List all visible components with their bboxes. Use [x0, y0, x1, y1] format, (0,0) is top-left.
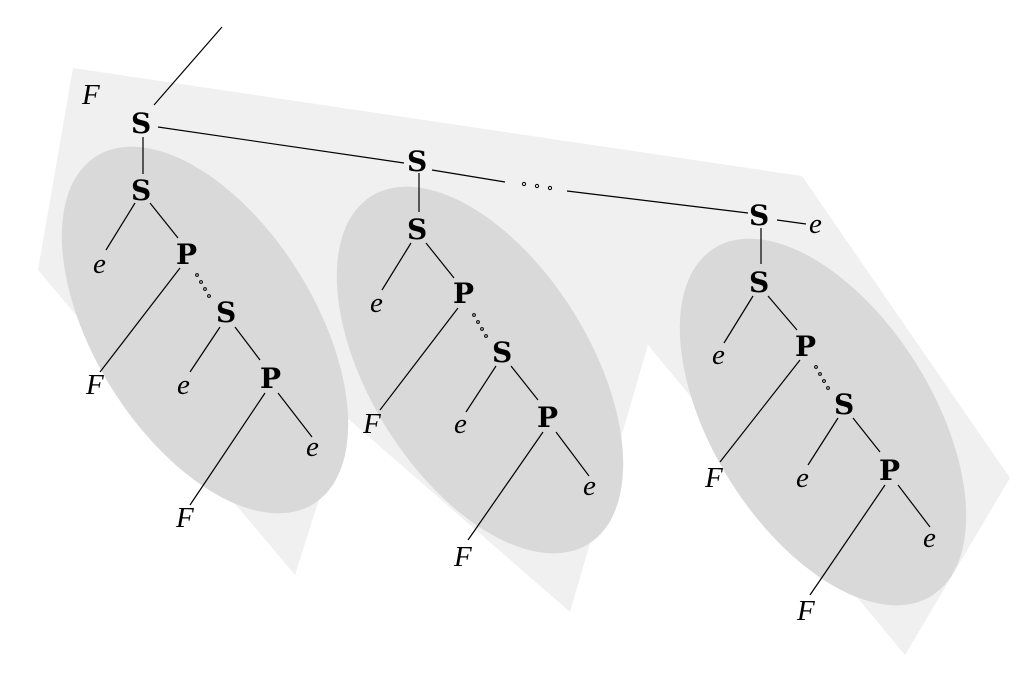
- spine-node-s: S: [131, 107, 151, 140]
- edge: [189, 326, 221, 373]
- edge: [99, 267, 181, 373]
- edge: [234, 326, 261, 361]
- node-p: P: [879, 454, 900, 487]
- node-p: P: [537, 401, 558, 434]
- edge: [425, 242, 455, 279]
- edge-ellipsis-dot: [480, 327, 484, 331]
- edge-spine-3-e: [776, 219, 807, 225]
- edge: [105, 202, 136, 251]
- spine-ellipsis-dot: [547, 185, 553, 191]
- leaf-e: e: [923, 522, 936, 554]
- leaf-e: e: [370, 287, 383, 319]
- spine-ellipsis-dot: [521, 181, 527, 187]
- edge-ellipsis-dot: [822, 379, 826, 383]
- leaf-e: e: [306, 431, 319, 463]
- node-s: S: [131, 174, 151, 207]
- edge-ellipsis-dot: [199, 280, 203, 284]
- subtree-ellipse-3: [679, 238, 967, 606]
- leaf-e: e: [712, 339, 725, 371]
- edge: [510, 365, 539, 401]
- plane-label: F: [81, 79, 100, 111]
- node-s: S: [749, 266, 769, 299]
- edge: [767, 295, 798, 331]
- edge-spine-2-dots: [431, 169, 506, 183]
- edge-ellipsis-dot: [203, 287, 207, 291]
- edge-ellipsis-dot: [195, 273, 199, 277]
- spine-ellipsis-dot: [534, 183, 540, 189]
- edge-root-incoming: [153, 26, 223, 106]
- edge-dots-spine-3: [566, 190, 749, 214]
- node-p: P: [453, 277, 474, 310]
- edge: [719, 359, 801, 463]
- leaf-e: e: [796, 462, 809, 494]
- node-s: S: [492, 336, 512, 369]
- node-s: S: [407, 213, 427, 246]
- edge: [277, 392, 313, 438]
- edge-ellipsis-dot: [207, 294, 211, 298]
- edge-ellipsis-dot: [814, 365, 818, 369]
- leaf-f: F: [796, 595, 815, 627]
- edge: [852, 417, 881, 453]
- node-p: P: [795, 330, 816, 363]
- edge: [189, 392, 266, 506]
- leaf-f: F: [362, 408, 381, 440]
- edge-ellipsis-dot: [818, 372, 822, 376]
- edge-ellipsis-dot: [472, 313, 476, 317]
- edge: [379, 307, 459, 411]
- edge: [381, 242, 412, 291]
- edge-spine-1-2: [157, 126, 405, 164]
- edge-ellipsis-dot: [484, 334, 488, 338]
- leaf-f: F: [453, 541, 472, 573]
- edge: [465, 365, 497, 413]
- node-p: P: [260, 362, 281, 395]
- leaf-f: F: [175, 502, 194, 534]
- leaf-e: e: [177, 369, 190, 401]
- edge: [723, 295, 754, 344]
- leaf-e: e: [454, 408, 467, 440]
- edge: [149, 202, 179, 239]
- spine-node-s: S: [749, 199, 769, 232]
- node-s: S: [834, 388, 854, 421]
- edge-ellipsis-dot: [826, 386, 830, 390]
- edge-ellipsis-dot: [476, 320, 480, 324]
- spine-leaf-e: e: [809, 208, 822, 240]
- edge: [807, 417, 839, 466]
- subtree-ellipse-1: [61, 146, 349, 514]
- leaf-e: e: [583, 470, 596, 502]
- subtree-ellipse-2: [336, 186, 624, 554]
- leaf-f: F: [704, 462, 723, 494]
- edge: [467, 431, 544, 541]
- node-s: S: [216, 296, 236, 329]
- node-p: P: [176, 238, 197, 271]
- leaf-f: F: [85, 369, 104, 401]
- spine-node-s: S: [407, 145, 427, 178]
- edge: [897, 484, 931, 528]
- leaf-e: e: [93, 248, 106, 280]
- edge: [555, 431, 590, 477]
- edge: [809, 484, 886, 596]
